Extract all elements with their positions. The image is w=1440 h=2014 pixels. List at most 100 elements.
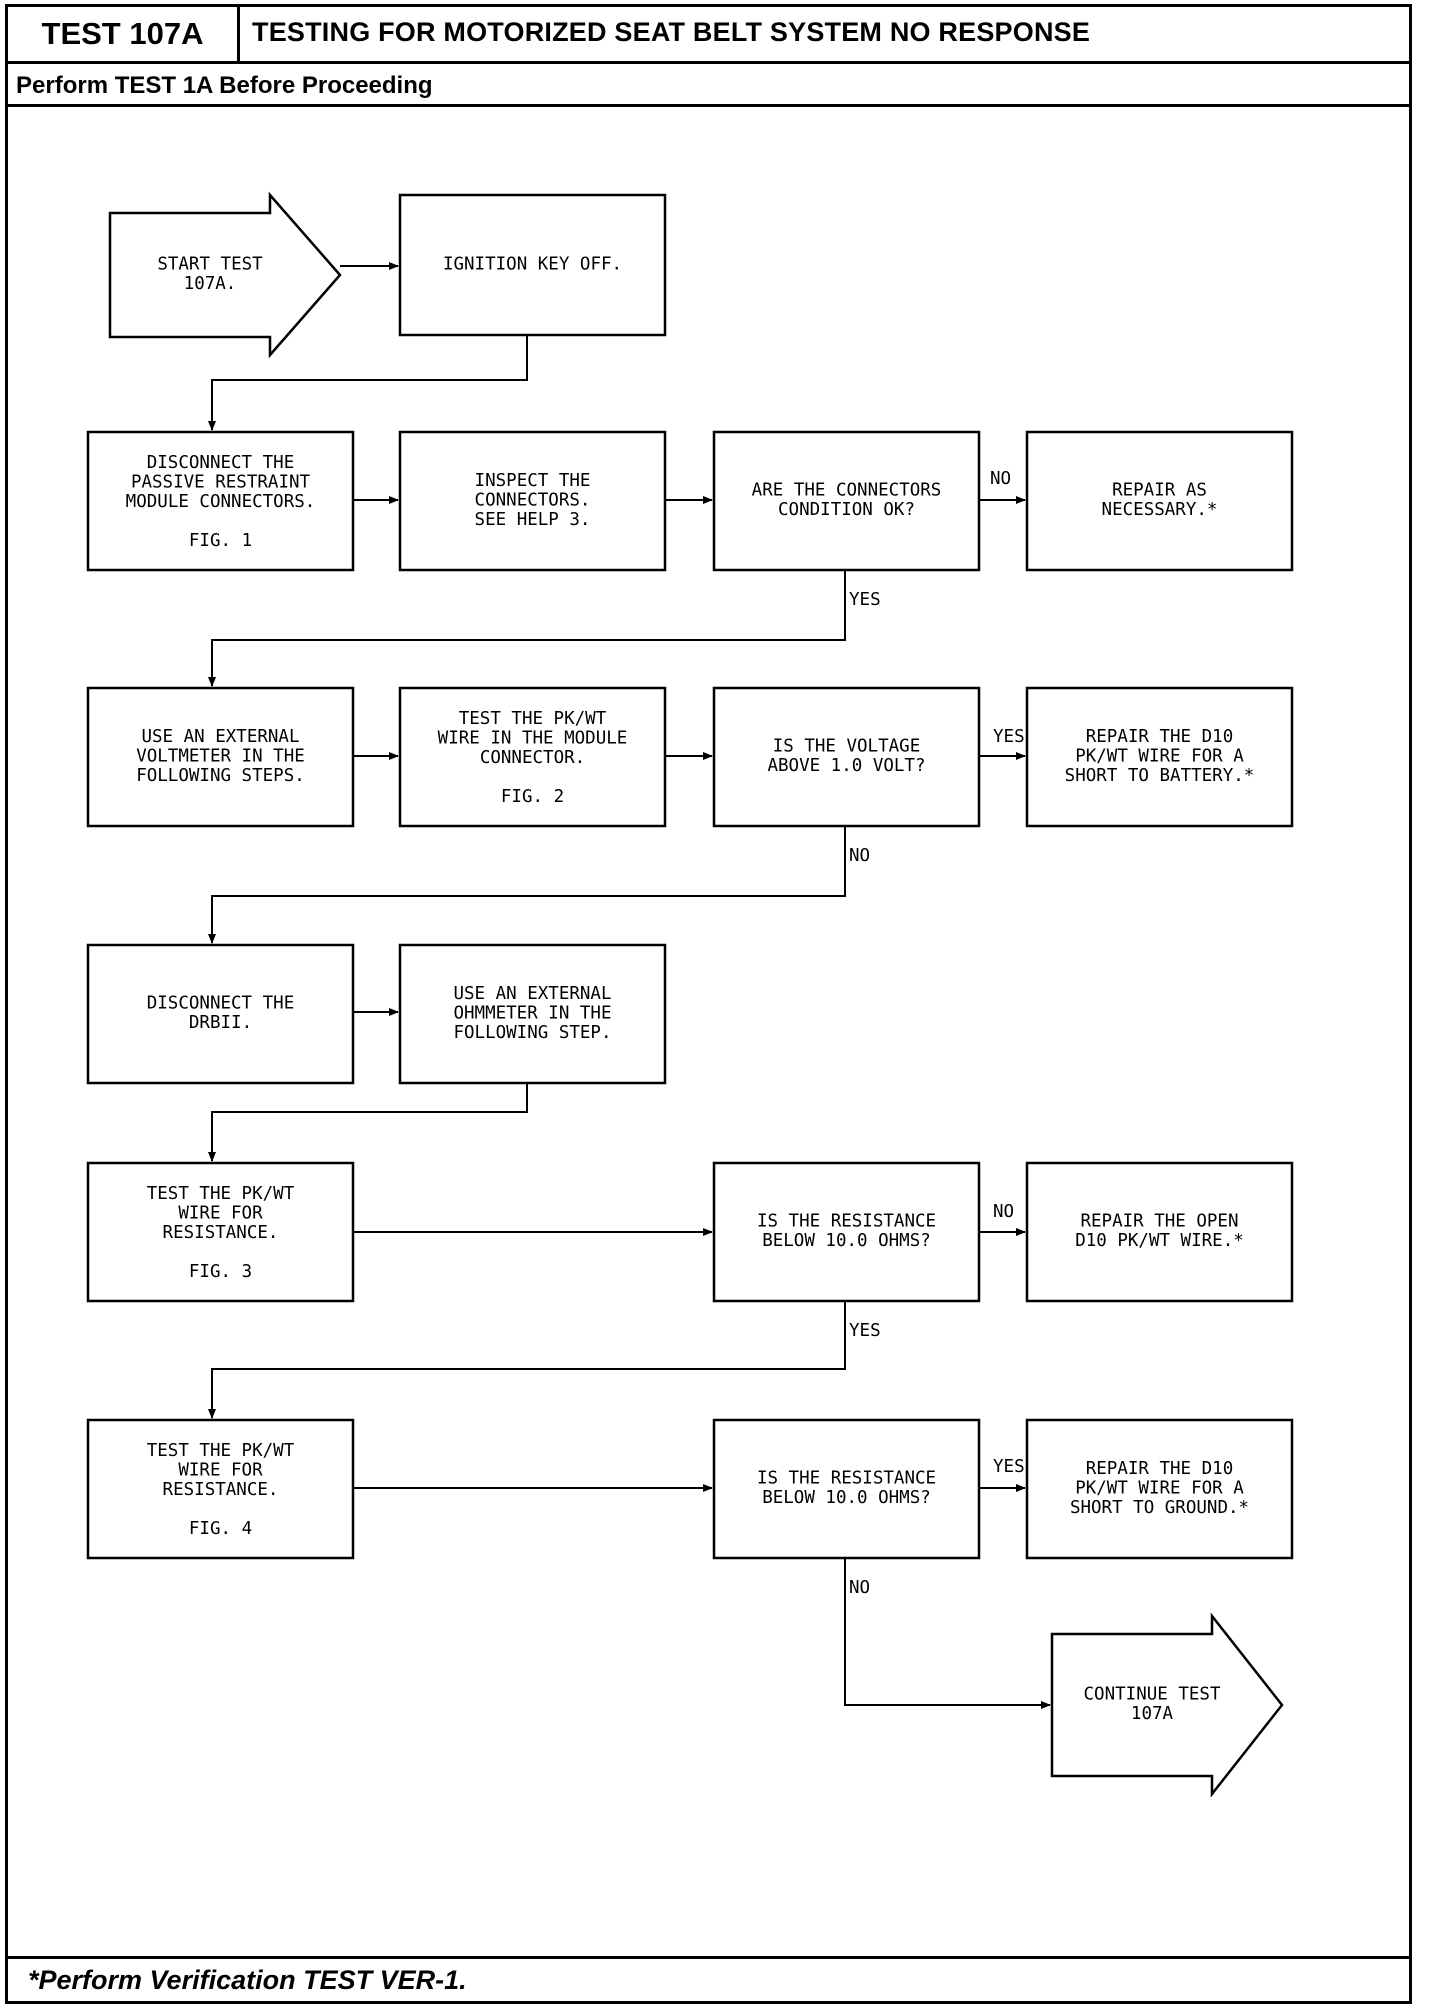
connector-line [208,826,846,944]
node-text-line: CONNECTORS. [475,490,591,510]
node-text-line: WIRE FOR [178,1461,263,1481]
box-shape [398,686,667,828]
node-text-line: SEE HELP 3. [475,510,591,530]
node-text-line: TEST THE PK/WT [459,709,607,729]
node-text-line: TEST THE PK/WT [147,1184,295,1204]
node-text-line: IS THE RESISTANCE [757,1212,936,1232]
branch-label-yes2: YES [993,727,1025,747]
branch-label-yes1: YES [849,590,881,610]
node-text-line: START TEST [157,255,263,275]
page-title: TESTING FOR MOTORIZED SEAT BELT SYSTEM N… [252,17,1091,47]
box-shape [1025,686,1294,828]
node-text-line: 107A [1131,1704,1174,1724]
node-text-line: FIG. 1 [189,531,252,551]
node-text-line: VOLTMETER IN THE [136,746,305,766]
node-text-line: FIG. 3 [189,1262,252,1282]
connector-line [208,570,846,687]
node-text-line: REPAIR AS [1112,481,1207,501]
node-ignition: IGNITION KEY OFF. [398,193,667,337]
node-text-line: CONTINUE TEST [1084,1685,1221,1705]
node-text-line: TEST THE PK/WT [147,1441,295,1461]
node-text-line: D10 PK/WT WIRE.* [1075,1231,1244,1251]
node-text-line: BELOW 10.0 OHMS? [762,1231,931,1251]
box-shape [1025,1161,1294,1303]
node-text-line: WIRE IN THE MODULE [438,729,628,749]
node-text-line: 107A. [184,274,237,294]
box-shape [86,943,355,1085]
box-shape [398,430,667,572]
footer-row [5,1956,1412,2004]
node-text-line: SHORT TO GROUND.* [1070,1498,1249,1518]
connector-line [208,335,528,431]
connector-line [208,1301,846,1419]
box-shape [398,943,667,1085]
node-text-line: CONNECTOR. [480,748,585,768]
box-shape [1025,1418,1294,1560]
node-text-line: REPAIR THE D10 [1086,1459,1234,1479]
subtitle-row [5,61,1412,107]
node-text-line: PK/WT WIRE FOR A [1075,1478,1244,1498]
node-text-line: DRBII. [189,1013,252,1033]
node-text-line: OHMMETER IN THE [453,1003,611,1023]
branch-label-no3: NO [993,1202,1014,1222]
box-shape [86,1418,355,1560]
node-text-line: ARE THE CONNECTORS [752,481,942,501]
box-shape [712,1161,981,1303]
node-text-line: INSPECT THE [475,471,591,491]
arrow-shape [108,191,342,359]
box-shape [86,1161,355,1303]
node-text-line: FOLLOWING STEP. [453,1023,611,1043]
page-subtitle: Perform TEST 1A Before Proceeding [16,72,433,99]
box-shape [712,1418,981,1560]
branch-label-yes3: YES [849,1321,881,1341]
box-shape [398,193,667,337]
box-shape [86,430,355,572]
node-text-line: REPAIR THE OPEN [1080,1212,1238,1232]
arrow-shape [1050,1612,1284,1798]
box-shape [1025,430,1294,572]
node-text-line: WIRE FOR [178,1204,263,1224]
node-text-line: USE AN EXTERNAL [453,984,611,1004]
node-text-line: CONDITION OK? [778,500,915,520]
box-shape [86,686,355,828]
node-text-line: RESISTANCE. [163,1480,279,1500]
node-text-line: IS THE RESISTANCE [757,1469,936,1489]
connector-line [844,1558,1051,1709]
node-text-line: USE AN EXTERNAL [141,727,299,747]
node-text-line: FIG. 4 [189,1519,252,1539]
node-text-line: MODULE CONNECTORS. [126,492,316,512]
node-text-line: ABOVE 1.0 VOLT? [767,756,925,776]
node-text-line: RESISTANCE. [163,1223,279,1243]
node-text-line: BELOW 10.0 OHMS? [762,1488,931,1508]
node-text-line: IGNITION KEY OFF. [443,254,622,274]
node-text-line: PASSIVE RESTRAINT [131,473,311,493]
node-text-line: PK/WT WIRE FOR A [1075,746,1244,766]
node-text-line: NECESSARY.* [1102,500,1218,520]
box-shape [712,686,981,828]
footer-note: *Perform Verification TEST VER-1. [28,1965,467,1995]
node-text-line: DISCONNECT THE [147,453,295,473]
branch-label-no2: NO [849,846,870,866]
branch-label-no1: NO [990,469,1011,489]
node-text-line: REPAIR THE D10 [1086,727,1234,747]
branch-label-no4: NO [849,1578,870,1598]
